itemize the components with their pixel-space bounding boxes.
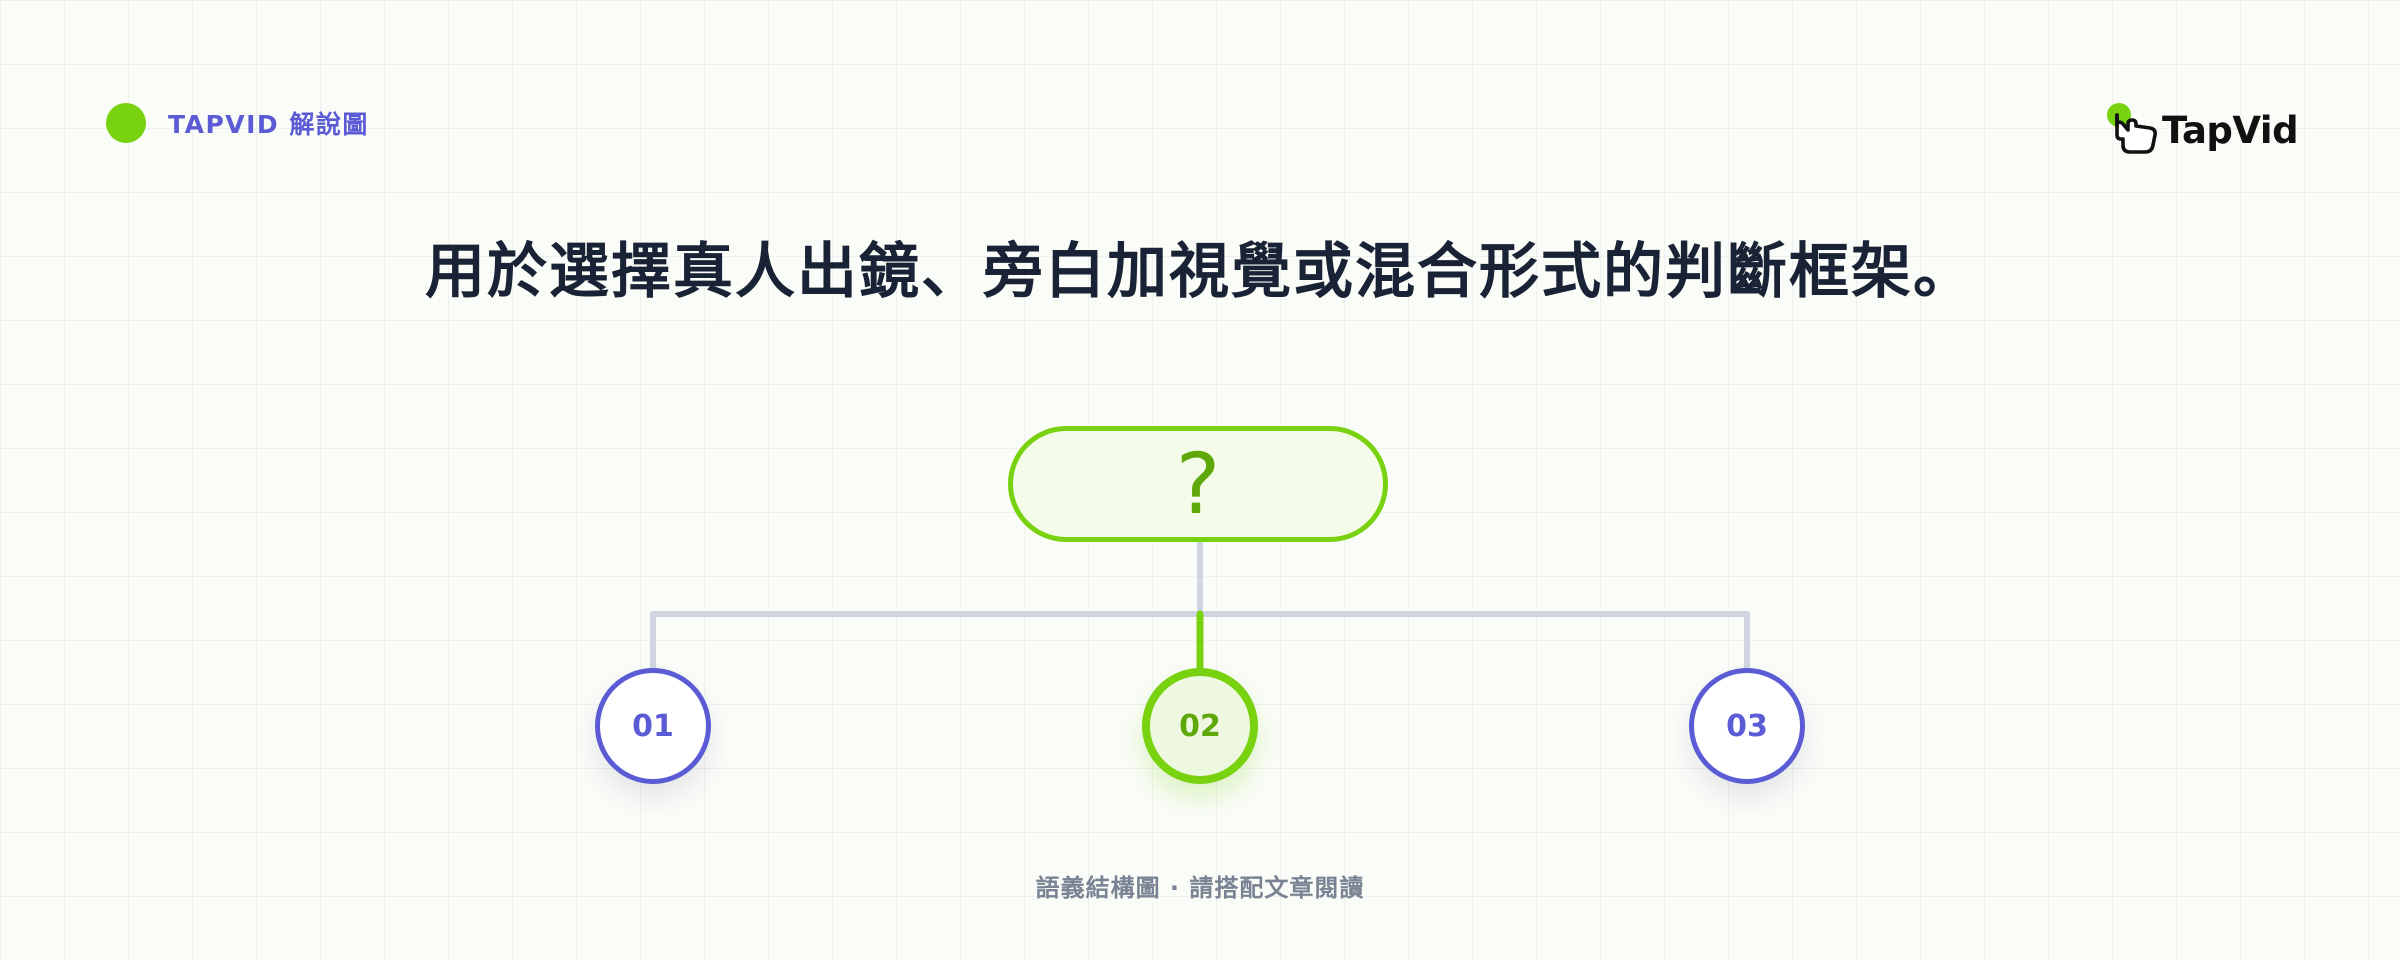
brand-dot-icon [106,103,146,143]
decision-root-node[interactable]: ? [1008,426,1388,542]
option-node-label: 01 [632,708,674,744]
brand-tag-label: TAPVID 解說圖 [168,110,369,139]
pointing-hand-icon [2107,103,2157,154]
brand-tag: TAPVID 解說圖 [106,103,369,143]
footer-caption: 語義結構圖 · 請搭配文章閱讀 [1035,874,1365,902]
tapvid-logo[interactable]: TapVid [2104,100,2299,160]
option-node-label: 03 [1726,708,1768,744]
option-node-01[interactable]: 01 [595,668,711,784]
option-node-03[interactable]: 03 [1689,668,1805,784]
question-mark-label: ? [1175,435,1221,533]
page-title: 用於選擇真人出鏡、旁白加視覺或混合形式的判斷框架。 [425,237,1975,307]
logo-wordmark: TapVid [2162,108,2299,152]
option-node-02[interactable]: 02 [1142,668,1258,784]
option-node-label: 02 [1179,708,1221,744]
